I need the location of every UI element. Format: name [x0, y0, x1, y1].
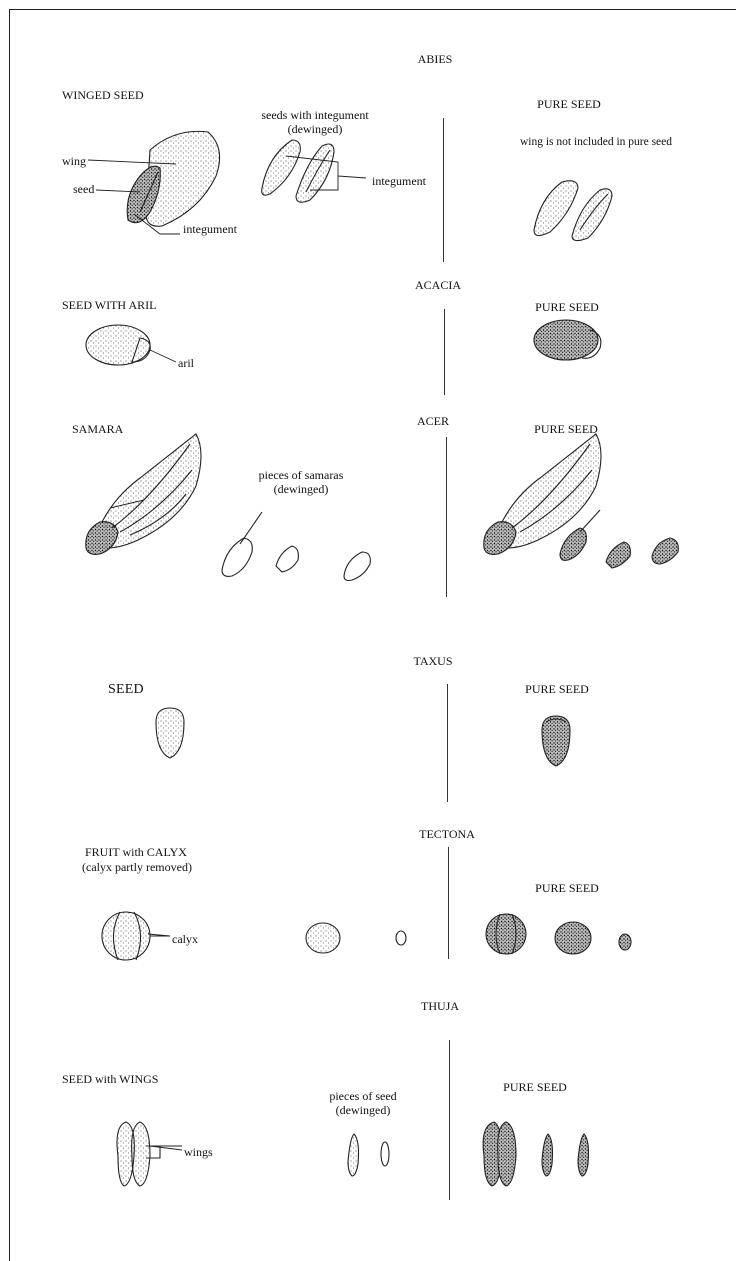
tectona-dewinged-fruits-drawing [306, 923, 406, 953]
acer-pieces-drawing [222, 512, 370, 581]
thuja-pure-seeds-drawing [483, 1122, 588, 1186]
thuja-dewinged-pieces-drawing [348, 1134, 389, 1176]
tectona-pure-seeds-drawing [486, 914, 631, 954]
acacia-seed-with-aril-drawing [86, 325, 150, 365]
abies-winged-seed-drawing [127, 131, 219, 226]
acer-pure-pieces-drawing [560, 510, 678, 568]
acacia-pure-seed-drawing [534, 320, 601, 360]
taxus-pure-seed-drawing [542, 716, 570, 766]
acer-samara-drawing [86, 434, 201, 554]
abies-pure-seeds-drawing [534, 181, 612, 241]
leader-aril [150, 350, 176, 362]
leader-wings [150, 1146, 182, 1150]
taxus-seed-drawing [156, 708, 184, 758]
thuja-seed-with-wings-drawing [117, 1122, 182, 1186]
leader-lines [88, 156, 366, 1150]
abies-dewinged-seeds-drawing [262, 140, 334, 202]
